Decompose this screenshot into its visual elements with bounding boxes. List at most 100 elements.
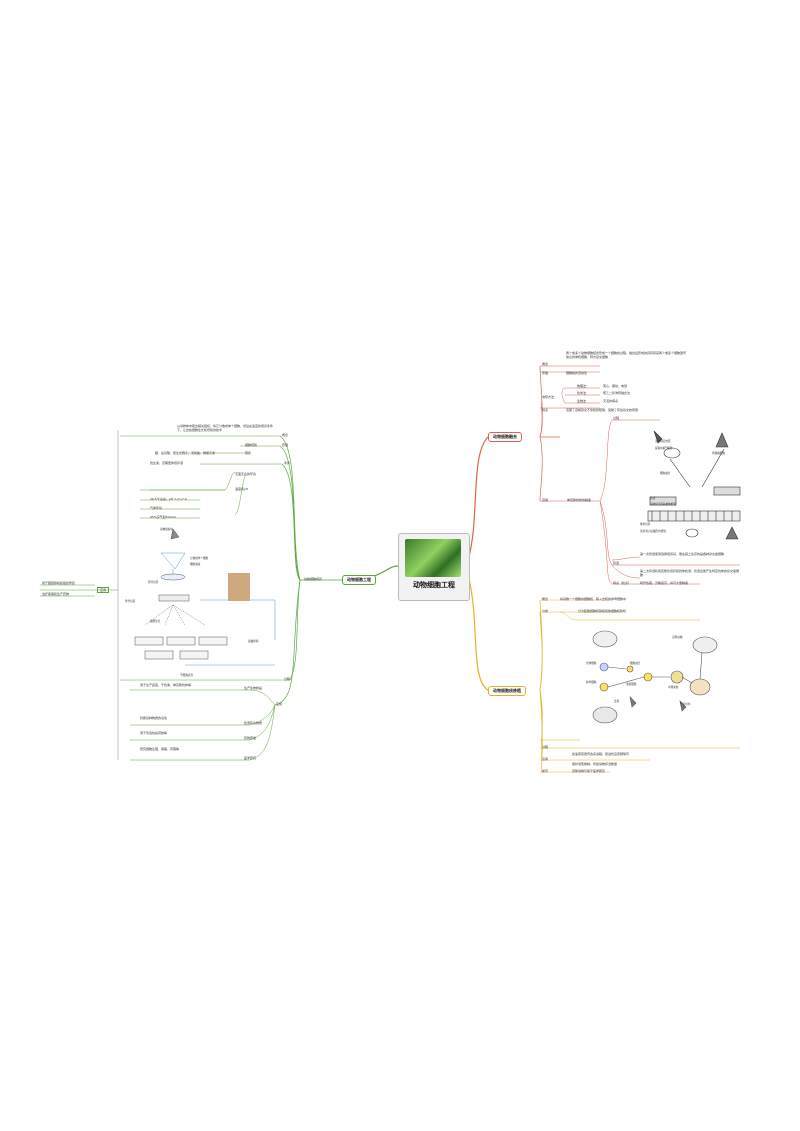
fusion-label-methods: 诱导方法 [542, 395, 555, 399]
clone-process-diagram [580, 625, 720, 737]
clone-step-embryo: 早期胚胎 [668, 686, 679, 689]
fusion-method-physical: 物理法 [577, 384, 587, 388]
culture-label-principle: 原理 [282, 443, 289, 447]
culture-label-application: 应用 [276, 702, 283, 706]
culture-root-label: 动物细胞培养 [304, 577, 323, 581]
culture-app-1-text: 用于生产疫苗、干扰素、单克隆抗体等 [140, 683, 192, 687]
culture-process-adherent: 贴壁生长 [150, 620, 161, 623]
clone-label-application: 应用 [542, 757, 549, 761]
culture-bottle-6-icon [179, 650, 209, 660]
center-cell-image-icon [405, 539, 461, 577]
culture-label-conditions: 条件 [284, 461, 291, 465]
culture-process-diagram [125, 525, 285, 675]
well-plate-icon [647, 510, 741, 522]
fusion-method-biological: 生物法 [577, 399, 587, 403]
clone-app-1: 加速家畜遗传改良进程，促进优良畜群繁育 [572, 752, 630, 756]
green-connectors [40, 430, 399, 761]
culture-cond-sterile: 无菌无毒的环境 [235, 472, 257, 476]
fusion-method-chemical-detail: 聚乙二醇诱导融合法 [603, 391, 631, 395]
branch-culture[interactable]: 动物细胞工程 [342, 575, 376, 585]
culture-process-suspension: 细胞悬液 [190, 563, 201, 566]
culture-cond-nutrition-detail: 糖、氨基酸、促生长因子、无机盐、微量元素 [155, 451, 216, 455]
culture-app-4-text: 研究细胞生理、病理、药理等 [140, 747, 180, 751]
sheep-surrogate-icon [689, 678, 711, 696]
culture-app-2-text: 判断某种物质的毒性 [140, 716, 168, 720]
clone-type-text: 分为胚胎细胞核移植和体细胞核移植 [578, 609, 627, 613]
clone-label-concept: 概念 [542, 597, 549, 601]
clone-prospect-text: 克隆动物可用于医学研究 [572, 769, 606, 773]
transfer-syringe-icon [679, 700, 687, 712]
clone-label-process: 过程 [542, 745, 549, 749]
culture-app-3-text: 用于筛选抗癌药物等 [140, 731, 168, 735]
culture-label-process: 过程 [284, 677, 291, 681]
egg-cell-icon [599, 682, 609, 692]
culture-cond-gas: 气体环境 [150, 506, 163, 510]
petri-dish-icon [160, 573, 186, 581]
clone-process-diagram-svg [592, 630, 718, 724]
culture-bottle-3-icon [166, 636, 196, 646]
mab-process-label: 过程 [613, 416, 620, 420]
clone-step-donor: 供体细胞 [586, 662, 597, 665]
culture-stem-title: 干细胞培养 [180, 674, 193, 677]
donor-cell-icon [599, 662, 609, 672]
mab-screen-1: 第一次筛选使用选择培养基，能在其上生存的是各种杂交瘤细胞 [640, 552, 725, 556]
left-application-label: 应用 [97, 587, 110, 593]
fusion-label-application: 应用 [542, 498, 549, 502]
culture-dish-2-icon [713, 486, 741, 496]
flask-icon [715, 432, 729, 448]
fusion-method-chemical: 化学法 [577, 391, 587, 395]
mouse-icon [663, 447, 681, 459]
clone-step-recombined: 重组细胞 [626, 683, 637, 686]
mab-step-clone-test: 克隆化培养和抗体检测 [650, 503, 676, 506]
left-application-item-2: 治疗疾病和生产药物 [42, 592, 70, 596]
clone-step-enucleate: 去核 [614, 700, 620, 703]
central-topic[interactable]: 动物细胞工程 [398, 533, 470, 601]
fusion-label-principle: 原理 [542, 371, 549, 375]
culture-label-concept: 概念 [282, 433, 289, 437]
mab-step-screen: 筛选 [650, 497, 656, 500]
syringe-icon [653, 430, 663, 444]
fusion-feature-text: 克服了远缘杂交不亲和的障碍，突破了有性杂交的局限 [566, 408, 639, 412]
culture-cond-temp: 温度和pH [235, 487, 249, 491]
branch-fusion[interactable]: 动物细胞融合 [488, 432, 522, 442]
central-topic-title: 动物细胞工程 [413, 582, 455, 589]
fusion-concept-text: 两个或多个动物细胞结合形成一个细胞的过程，融合后形成的具有原来两个或多个细胞遗传… [566, 351, 687, 359]
micro-syringe-icon [629, 696, 637, 708]
sheep-donor-icon [592, 630, 618, 648]
flask-2-icon [725, 526, 739, 540]
mab-feature-text: 特异性强，灵敏度高，并可大量制备 [640, 581, 689, 585]
tissue-block-icon [170, 528, 180, 540]
culture-dish-icon [649, 496, 677, 506]
culture-principle-text: 细胞增殖 [245, 443, 258, 447]
mab-process-diagram [640, 425, 750, 545]
clone-app-2: 保护濒危物种，增加动物存活数量 [572, 762, 618, 766]
clone-concept-text: 将动物一个细胞的细胞核，移入去核的卵母细胞中 [560, 597, 627, 601]
mab-process-diagram-svg [647, 430, 741, 540]
clone-step-fusion: 细胞融合 [630, 662, 641, 665]
sheep-egg-icon [592, 706, 618, 724]
mab-label-feature: 特点（优点） [613, 581, 632, 585]
clone-label-prospect: 前景 [542, 769, 549, 773]
mab-step-antigen: 注射特定抗原 [655, 440, 671, 443]
culture-cond-gas-detail: 95%空气和5%CO₂ [150, 515, 177, 519]
branch-clone[interactable]: 动物细胞核移植 [488, 686, 526, 696]
culture-cond-temp-detail: 36.5℃左右，pH 7.2～7.4 [150, 497, 187, 501]
recombined-cell-icon [643, 672, 653, 682]
mab-step-myeloma: 骨髓瘤细胞 [712, 452, 725, 455]
mab-step-b-cell: 提取B淋巴细胞 [655, 447, 673, 450]
culture-cond-nutrition: 营养 [245, 451, 252, 455]
red-connectors [467, 365, 740, 585]
mouse-2-icon [685, 528, 699, 538]
fusion-label-feature: 特点 [542, 408, 549, 412]
culture-process-diagram-svg [134, 528, 275, 666]
clone-step-egg: 卵母细胞 [586, 681, 597, 684]
culture-cond-sterile-detail: 抗生素，定期更换培养液 [150, 461, 184, 465]
nucleus-icon [626, 665, 634, 673]
culture-app-4: 医学研究 [244, 756, 257, 760]
micrograph-icon [228, 573, 250, 601]
fusion-method-biological-detail: 灭活的病毒 [603, 399, 619, 403]
culture-app-2: 检测有毒物质 [244, 721, 263, 725]
mab-step-vitro: 体外培养 [640, 523, 651, 526]
mab-label-screen: 筛选 [613, 561, 620, 565]
